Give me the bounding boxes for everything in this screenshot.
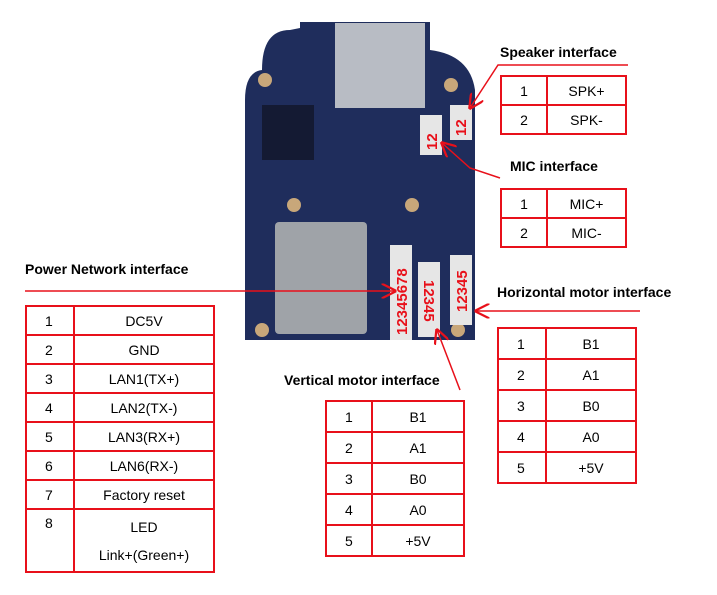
power-pin-label: 12345678 (394, 268, 411, 335)
pin-number: 2 (25, 334, 75, 365)
pin-number: 6 (25, 450, 75, 481)
pin-function: MIC+ (546, 188, 627, 219)
pin-number: 1 (25, 305, 75, 336)
pin-function: A1 (371, 431, 465, 464)
pin-function: SPK- (546, 104, 627, 135)
pin-number: 5 (497, 451, 547, 484)
horizontal-connector (450, 255, 472, 325)
power-title: Power Network interface (25, 261, 189, 277)
vertical-arrow (437, 330, 461, 391)
speaker-pin-label: 12 (453, 119, 470, 136)
pin-number: 1 (500, 75, 548, 106)
pin-number: 2 (325, 431, 373, 464)
power-connector (390, 245, 412, 340)
pin-function: LAN1(TX+) (73, 363, 215, 394)
horizontal-pin-label: 12345 (454, 270, 471, 312)
pin-function: SPK+ (546, 75, 627, 106)
mic-pin-label: 12 (424, 133, 441, 150)
pin-number: 2 (497, 358, 547, 391)
pin-function: LAN2(TX-) (73, 392, 215, 423)
horizontal-title: Horizontal motor interface (497, 284, 672, 300)
soc-chip (262, 105, 314, 160)
pin-number: 3 (25, 363, 75, 394)
mic-connector (420, 115, 442, 155)
pin-function: A1 (545, 358, 637, 391)
mic-arrow (442, 143, 501, 179)
speaker-arrow (470, 64, 628, 108)
pin-number: 4 (325, 493, 373, 526)
vertical-pin-label: 12345 (420, 280, 437, 322)
pin-function: LAN6(RX-) (73, 450, 215, 481)
vertical-connector (418, 262, 440, 337)
callout-arrows (25, 64, 640, 391)
pin-function: GND (73, 334, 215, 365)
pin-function: MIC- (546, 217, 627, 248)
pin-number: 5 (325, 524, 373, 557)
pin-number: 3 (325, 462, 373, 495)
pin-function: A0 (545, 420, 637, 453)
pin-number: 4 (25, 392, 75, 423)
pin-number: 2 (500, 217, 548, 248)
pin-number: 1 (500, 188, 548, 219)
pin-function: LAN3(RX+) (73, 421, 215, 452)
pin-function: B0 (371, 462, 465, 495)
lte-module (275, 222, 367, 334)
pin-number: 8 (25, 508, 75, 573)
speaker-title: Speaker interface (500, 44, 617, 60)
pin-number: 2 (500, 104, 548, 135)
sd-card-slot (335, 23, 425, 108)
pin-function: +5V (545, 451, 637, 484)
pin-function: DC5V (73, 305, 215, 336)
pin-number: 1 (497, 327, 547, 360)
pin-number: 5 (25, 421, 75, 452)
pin-function: Factory reset (73, 479, 215, 510)
pin-function: +5V (371, 524, 465, 557)
pin-number: 7 (25, 479, 75, 510)
pin-function: A0 (371, 493, 465, 526)
speaker-connector (450, 105, 472, 140)
pin-function: LED (130, 518, 158, 535)
pin-number: 4 (497, 420, 547, 453)
mic-title: MIC interface (510, 158, 598, 174)
pin-function: B0 (545, 389, 637, 422)
vertical-title: Vertical motor interface (284, 372, 440, 388)
pin-function: B1 (545, 327, 637, 360)
pin-function: B1 (371, 400, 465, 433)
pin-number: 3 (497, 389, 547, 422)
pin-number: 1 (325, 400, 373, 433)
pin-function-detail: Link+(Green+) (98, 546, 190, 563)
